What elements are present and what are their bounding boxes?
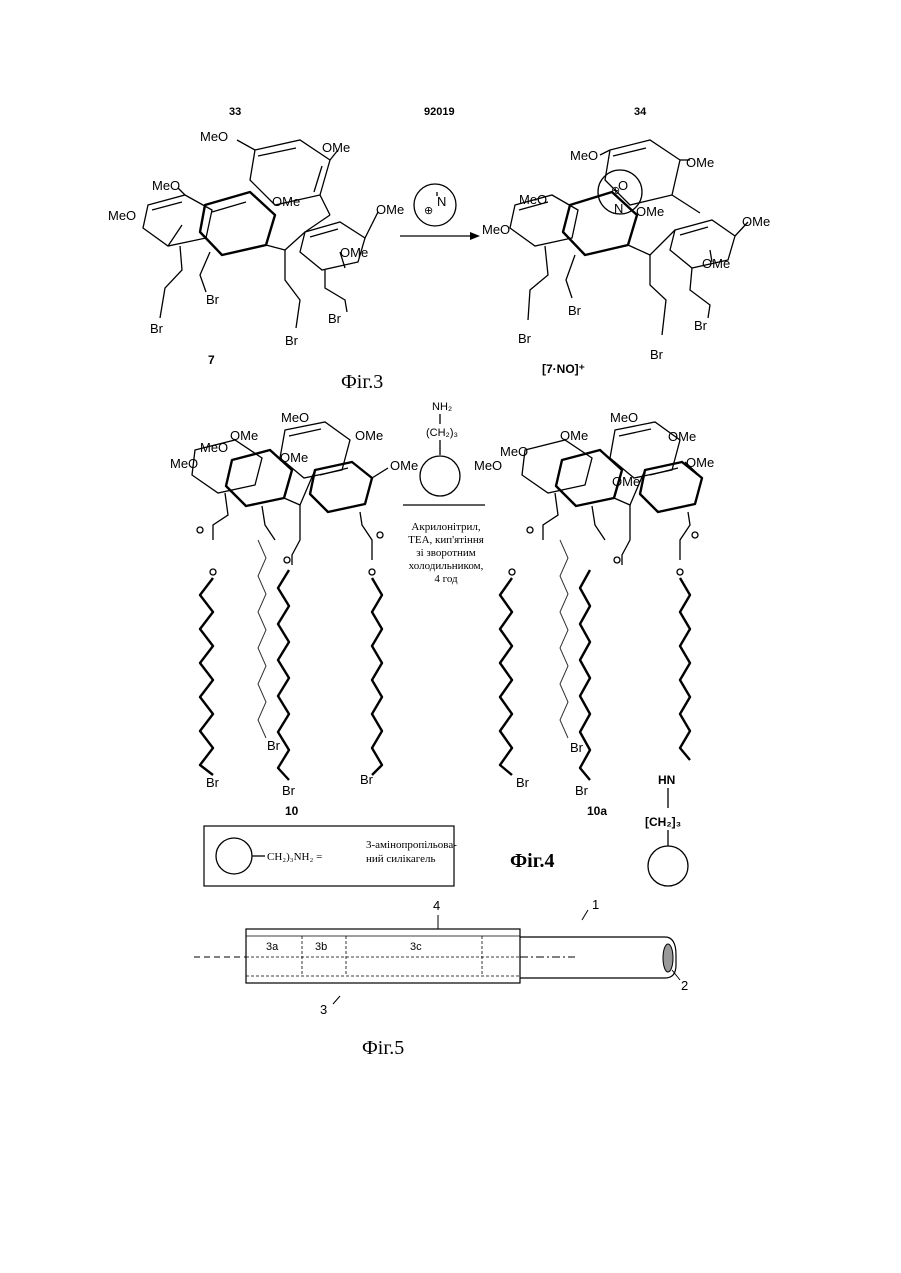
label-meo: MeO	[200, 440, 228, 455]
legend-formula: CH₂)₃NH₂ =	[267, 851, 322, 863]
label-ome: OMe	[742, 214, 770, 229]
fig3-left-molecule	[143, 140, 378, 328]
label-br: Br	[150, 321, 164, 336]
legend-description: 3-амінопропільова-	[366, 839, 457, 851]
label-br: Br	[328, 311, 342, 326]
label-ome: OMe	[612, 474, 640, 489]
label-ome: OMe	[376, 202, 404, 217]
label-br: Br	[518, 331, 532, 346]
fig4-legend-box: CH₂)₃NH₂ = 3-амінопропільова- ний силіка…	[204, 826, 457, 886]
label-meo: MeO	[610, 410, 638, 425]
label-ome: OMe	[230, 428, 258, 443]
label-ome: OMe	[322, 140, 350, 155]
label-hn: HN	[658, 773, 675, 787]
section-3a: 3а	[266, 941, 279, 953]
label-br: Br	[206, 775, 220, 790]
charge-symbol: ⊕	[424, 205, 433, 217]
section-3c: 3c	[410, 941, 422, 953]
label-3: 3	[320, 1002, 327, 1017]
conditions-line: холодильником,	[409, 560, 484, 572]
label-ome: OMe	[272, 194, 300, 209]
label-meo: MeO	[281, 410, 309, 425]
figure-caption: Фіг.5	[362, 1037, 404, 1059]
label-br: Br	[282, 783, 296, 798]
label-ome: OMe	[280, 450, 308, 465]
label-2: 2	[681, 978, 688, 993]
label-ome: OMe	[686, 455, 714, 470]
fig4-left-molecule	[192, 422, 388, 780]
label-meo: MeO	[500, 444, 528, 459]
reagent-chain: (CH₂)₃	[426, 427, 458, 439]
label-ome: OMe	[668, 429, 696, 444]
label-ome: OMe	[390, 458, 418, 473]
compound-number: 10a	[587, 804, 607, 818]
label-meo: MeO	[170, 456, 198, 471]
conditions-line: Акрилонітрил,	[411, 521, 480, 533]
label-br: Br	[568, 303, 582, 318]
label-br: Br	[267, 738, 281, 753]
nitrogen-label: N	[614, 201, 623, 216]
label-ome: OMe	[340, 245, 368, 260]
label-meo: MeO	[570, 148, 598, 163]
label-meo: MeO	[482, 222, 510, 237]
fig3-reagent: ⊕ N	[400, 184, 480, 240]
compound-number: 10	[285, 804, 299, 818]
label-propyl: [CH₂]₃	[645, 815, 681, 829]
label-ome: OMe	[560, 428, 588, 443]
compound-number: [7·NO]⁺	[542, 362, 585, 376]
label-4: 4	[433, 898, 440, 913]
label-br: Br	[360, 772, 374, 787]
fig5-column-drawing	[194, 910, 680, 1004]
label-ome: OMe	[355, 428, 383, 443]
label-1: 1	[592, 897, 599, 912]
label-br: Br	[516, 775, 530, 790]
section-3b: 3b	[315, 941, 327, 953]
label-ome: OMe	[686, 155, 714, 170]
figure-caption: Фіг.4	[510, 850, 555, 872]
compound-number: 7	[208, 353, 215, 367]
label-meo: MeO	[474, 458, 502, 473]
reagent-atom: N	[437, 194, 446, 209]
label-br: Br	[285, 333, 299, 348]
conditions-line: 4 год	[434, 573, 458, 585]
legend-description: ний силікагель	[366, 853, 436, 865]
conditions-line: ТЕА, кип'ятіння	[408, 534, 484, 546]
label-br: Br	[575, 783, 589, 798]
fig4-reagent: NH₂ (CH₂)₃ Акрилонітрил, ТЕА, кип'ятіння…	[403, 401, 485, 585]
conditions-line: зі зворотним	[416, 547, 476, 559]
oxygen-label: O	[618, 178, 628, 193]
label-br: Br	[570, 740, 584, 755]
fig4-right-labels: MeO OMe MeO OMe MeO OMe OMe Br Br Br HN …	[474, 410, 714, 829]
label-meo: MeO	[519, 192, 547, 207]
label-ome: OMe	[702, 256, 730, 271]
label-br: Br	[650, 347, 664, 362]
label-meo: MeO	[108, 208, 136, 223]
label-meo: MeO	[152, 178, 180, 193]
label-br: Br	[206, 292, 220, 307]
label-meo: MeO	[200, 129, 228, 144]
reagent-nh2: NH₂	[432, 401, 452, 413]
label-br: Br	[694, 318, 708, 333]
figure-caption: Фіг.3	[341, 371, 383, 393]
label-ome: OMe	[636, 204, 664, 219]
